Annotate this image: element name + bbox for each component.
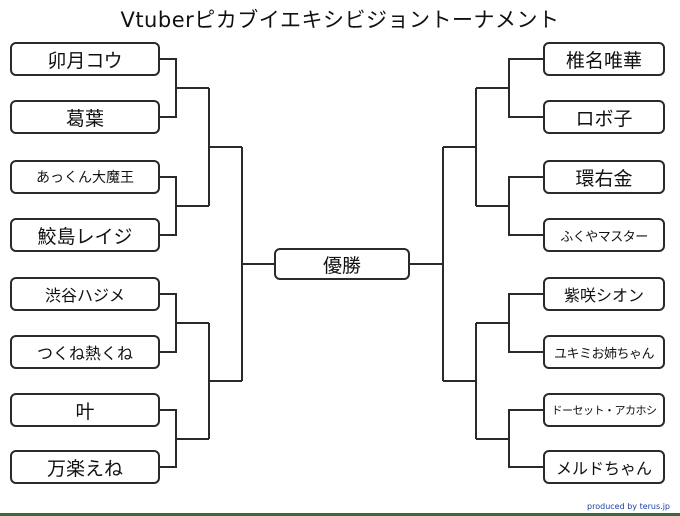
left-entrant-8: 万楽えね (10, 450, 160, 484)
right-r1-connector-2 (476, 176, 543, 236)
left-r2-connector-2 (208, 323, 242, 439)
champion-box: 優勝 (274, 248, 410, 280)
left-r1-connector-4 (160, 409, 209, 468)
left-r2-connector-1 (208, 88, 242, 206)
bottom-strip (0, 513, 680, 516)
bracket-title: Vtuberピカブイエキシビジョントーナメント (120, 8, 560, 32)
right-r2-connector-2 (443, 323, 477, 439)
right-entrant-1: 椎名唯華 (543, 42, 665, 76)
right-entrant-6: ユキミお姉ちゃん (543, 335, 665, 369)
left-r1-connector-3 (160, 293, 209, 353)
right-r3-connector (410, 147, 444, 381)
right-entrant-3: 環右金 (543, 160, 665, 194)
right-entrant-7: ドーセット・アカホシ (543, 393, 665, 427)
left-r1-connector-2 (160, 176, 209, 236)
right-r2-connector-1 (443, 88, 477, 206)
credit-text: produced by terus.jp (587, 502, 670, 511)
left-entrant-3: あっくん大魔王 (10, 160, 160, 194)
right-entrant-4: ふくやマスター (543, 218, 665, 252)
left-entrant-6: つくね熱くね (10, 335, 160, 369)
left-entrant-7: 叶 (10, 393, 160, 427)
left-entrant-4: 鮫島レイジ (10, 218, 160, 252)
right-entrant-8: メルドちゃん (543, 450, 665, 484)
left-entrant-2: 葛葉 (10, 100, 160, 134)
left-r1-connector-1 (160, 58, 209, 118)
right-r1-connector-3 (476, 293, 543, 353)
right-r1-connector-1 (476, 58, 543, 118)
right-entrant-2: ロボ子 (543, 100, 665, 134)
left-entrant-5: 渋谷ハジメ (10, 277, 160, 311)
right-entrant-5: 紫咲シオン (543, 277, 665, 311)
left-entrant-1: 卯月コウ (10, 42, 160, 76)
right-r1-connector-4 (476, 409, 543, 468)
left-r3-connector (241, 147, 274, 381)
